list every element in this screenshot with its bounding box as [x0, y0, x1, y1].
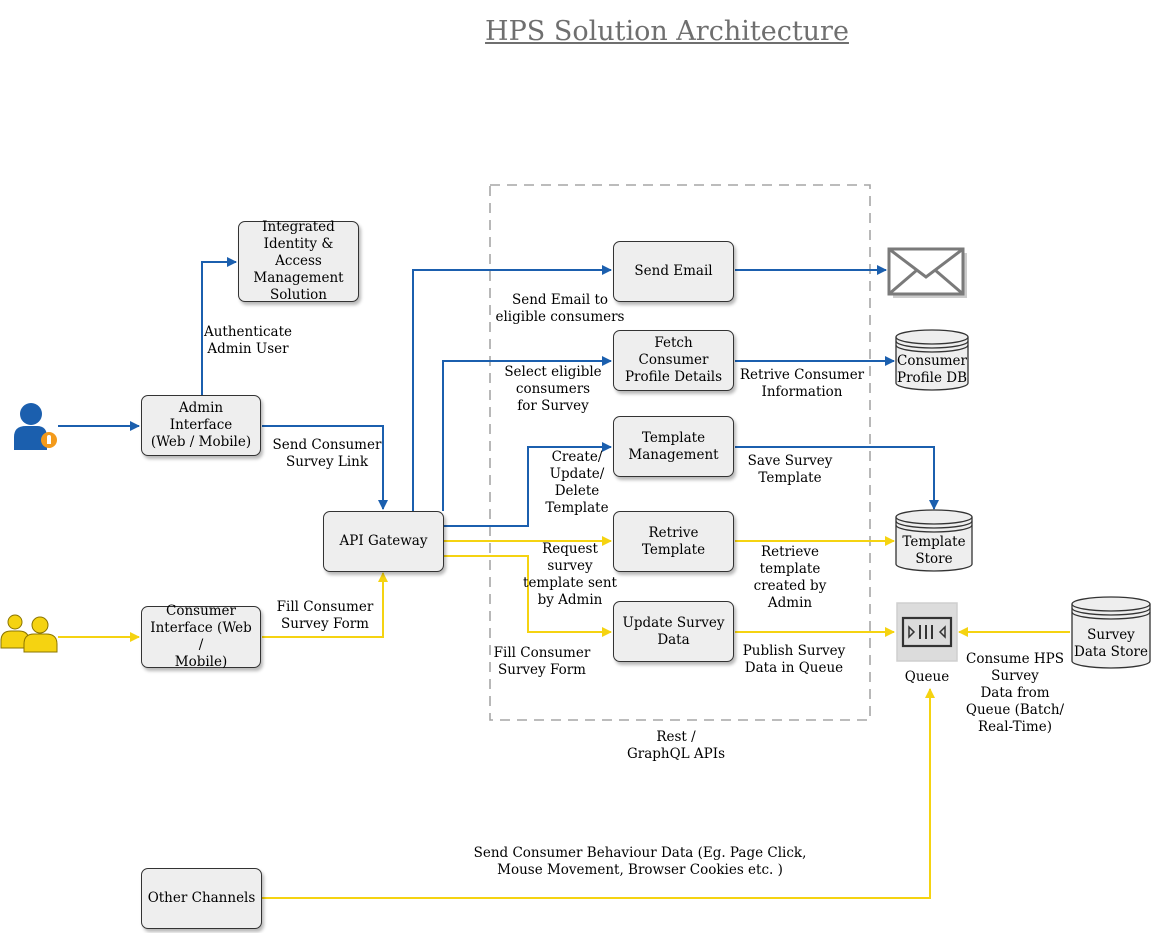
authenticate-label: Authenticate Admin User: [203, 324, 292, 357]
title-text: HPS Solution Architecture: [485, 16, 849, 47]
select-eligible-label: Select eligible consumers for Survey: [504, 364, 602, 414]
connector-gateway-fetch: [442, 356, 612, 511]
connector-gateway-email: [412, 265, 612, 511]
request-template-label: Request survey template sent by Admin: [523, 541, 617, 608]
api-boundary: [489, 184, 871, 721]
behaviour-label: Send Consumer Behaviour Data (Eg. Page C…: [473, 845, 807, 878]
survey-data-store-db: [1071, 596, 1151, 669]
admin-interface-node: Admin Interface (Web / Mobile): [141, 395, 261, 456]
connector-interface-gateway: [262, 572, 388, 638]
update-survey-node: Update Survey Data: [613, 601, 734, 662]
connector-gateway-template: [444, 442, 612, 527]
api-gateway-node: API Gateway: [323, 511, 444, 572]
envelope-icon: [887, 247, 967, 298]
connector-template-store: [735, 446, 939, 510]
connector-channels-queue: [262, 688, 935, 899]
consumer-interface-node: Consumer Interface (Web / Mobile): [141, 603, 261, 670]
save-template-label: Save Survey Template: [747, 453, 833, 486]
connector-admin-gateway: [262, 425, 388, 510]
consumer-group-icon: [0, 614, 58, 653]
fill-form-mid-label: Fill Consumer Survey Form: [493, 645, 591, 678]
consume-label: Consume HPS Survey Data from Queue (Batc…: [965, 651, 1065, 735]
other-channels-node: Other Channels: [141, 868, 262, 929]
template-store-db: [895, 509, 973, 572]
consumer-profile-db-label: Consumer Profile DB: [896, 353, 968, 386]
queue-label: Queue: [904, 669, 950, 685]
retrieve-created-label: Retrieve template created by Admin: [753, 544, 827, 611]
retrive-template-node: Retrive Template: [613, 511, 734, 572]
send-link-label: Send Consumer Survey Link: [272, 437, 382, 470]
connector-gateway-update: [444, 555, 612, 637]
iam-node: Integrated Identity & Access Management …: [238, 219, 359, 303]
fetch-profile-node: Fetch Consumer Profile Details: [613, 330, 734, 391]
queue-icon: [896, 602, 958, 662]
fill-form-left-label: Fill Consumer Survey Form: [276, 599, 374, 632]
connector-admin-iam: [201, 257, 237, 396]
send-email-node: Send Email: [613, 241, 734, 302]
template-management-node: Template Management: [613, 416, 734, 477]
retrive-info-label: Retrive Consumer Information: [739, 367, 865, 400]
page-title: HPS Solution Architecture: [0, 16, 1154, 47]
survey-data-store-label: Survey Data Store: [1074, 627, 1148, 660]
template-store-label: Template Store: [902, 534, 966, 567]
rest-graphql-label: Rest / GraphQL APIs: [626, 729, 726, 762]
consumer-profile-db: [895, 329, 969, 391]
publish-label: Publish Survey Data in Queue: [742, 643, 846, 676]
send-email-to-label: Send Email to eligible consumers: [495, 292, 625, 325]
crud-template-label: Create/ Update/ Delete Template: [545, 449, 609, 516]
admin-user-lock-icon: [14, 403, 57, 450]
